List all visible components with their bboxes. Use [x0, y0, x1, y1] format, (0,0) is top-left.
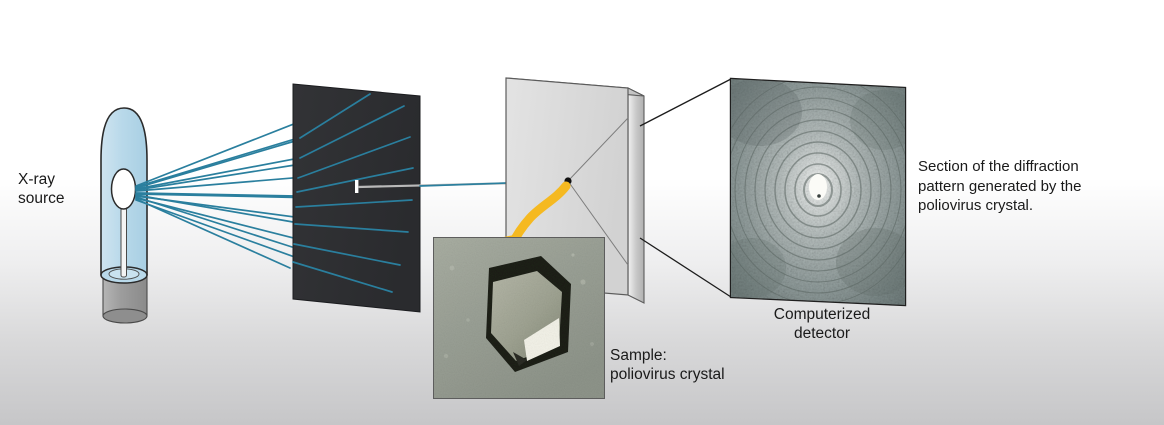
detector-panel: [729, 77, 907, 307]
ray-5: [135, 164, 296, 191]
diffraction-center-spot: [809, 174, 827, 200]
label-sample: Sample: poliovirus crystal: [610, 347, 725, 383]
ray-3: [135, 140, 296, 189]
collimator-panel: [292, 83, 421, 313]
label-diffraction-caption: Section of the diffraction pattern gener…: [918, 158, 1082, 214]
collimator-slit: [355, 180, 359, 193]
projection-line-top: [639, 78, 732, 127]
crystal-bright-facet: [524, 318, 560, 361]
xray-tube: [100, 107, 148, 324]
projection-line-bottom: [639, 237, 732, 298]
plate-side-face: [627, 87, 645, 304]
diffraction-cone-lines: [567, 117, 629, 266]
ray-13: [135, 198, 291, 269]
detector-projection-lines: [639, 78, 732, 298]
label-computerized-detector: Computerized detector: [773, 306, 871, 342]
ray-7: [135, 192, 296, 197]
crystal-bottom-notch: [513, 352, 527, 366]
filament-oval: [110, 168, 137, 210]
crystal-photo: [433, 237, 605, 399]
label-xray-source: X-ray source: [18, 171, 65, 207]
